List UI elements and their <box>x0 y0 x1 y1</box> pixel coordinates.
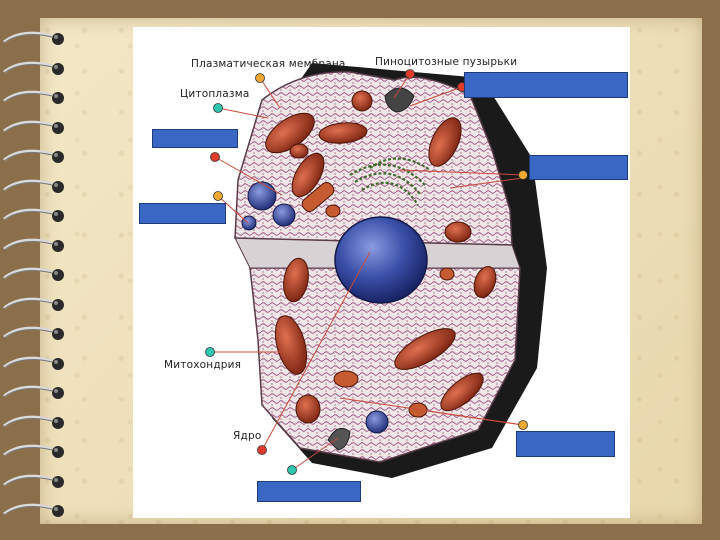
marker-er <box>211 153 220 162</box>
marker-lysosome <box>214 192 223 201</box>
label-cytoplasm: Цитоплазма <box>180 88 249 100</box>
answer-box-left-upper[interactable] <box>152 129 238 148</box>
label-pinocytic-vesicles: Пиноцитозные пузырьки <box>375 56 517 68</box>
marker-cytoplasm <box>214 104 223 113</box>
marker-pinocytic-vesicles <box>406 70 415 79</box>
marker-golgi <box>519 171 528 180</box>
marker-bottom <box>288 466 297 475</box>
label-mitochondria: Митохондрия <box>164 359 241 371</box>
marker-right-bottom <box>519 421 528 430</box>
label-nucleus: Ядро <box>233 430 261 442</box>
answer-box-right-middle[interactable] <box>529 155 628 180</box>
label-plasma-membrane: Плазматическая мембрана <box>191 58 346 70</box>
marker-plasma-membrane <box>256 74 265 83</box>
answer-box-bottom[interactable] <box>257 481 361 502</box>
answer-box-right-bottom[interactable] <box>516 431 615 457</box>
marker-nucleus <box>258 446 267 455</box>
answer-box-left-lower[interactable] <box>139 203 226 224</box>
answer-box-top-right[interactable] <box>464 72 628 98</box>
marker-mitochondria <box>206 348 215 357</box>
